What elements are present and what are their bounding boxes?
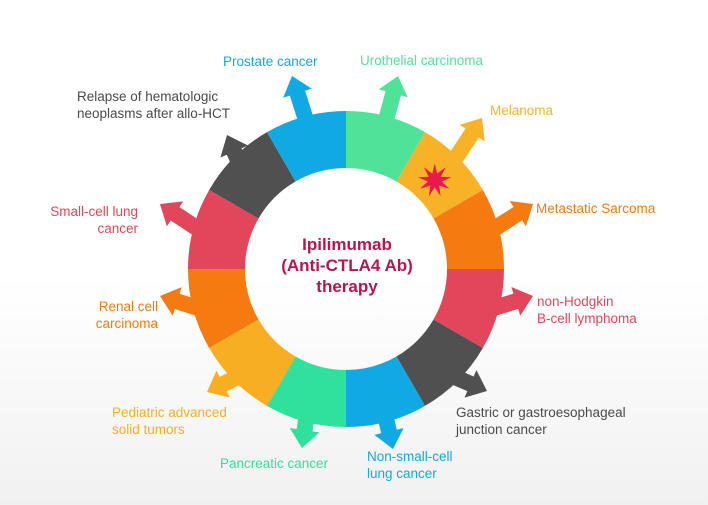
label-melanoma-line-1: Melanoma	[490, 103, 554, 118]
label-nhl-line-2: B-cell lymphoma	[537, 311, 637, 326]
segment-renal	[160, 269, 259, 348]
arrow-melanoma	[446, 118, 485, 166]
arrow-renal	[160, 287, 202, 316]
segment-pancreatic	[267, 356, 346, 448]
label-renal: Renal cell carcinoma	[60, 298, 158, 332]
ring-segment-nsclc	[346, 356, 425, 428]
label-urothelial-line-1: Urothelial carcinoma	[360, 53, 484, 68]
ring-segment-hematologic	[209, 132, 296, 219]
label-renal-line-1: Renal cell	[98, 299, 158, 314]
segment-sclc	[160, 190, 259, 269]
label-nsclc-line-2: lung cancer	[367, 466, 437, 481]
label-sarcoma-line-1: Metastatic Sarcoma	[536, 201, 656, 216]
segment-hematologic	[209, 132, 296, 219]
label-hematologic-line-2: neoplasms after allo-HCT	[77, 106, 231, 121]
ring-segment-pancreatic	[267, 356, 346, 427]
arrow-urothelial	[377, 76, 408, 125]
label-sarcoma: Metastatic Sarcoma	[536, 200, 655, 217]
segment-nhl	[433, 269, 533, 348]
segment-urothelial	[346, 76, 425, 182]
label-melanoma: Melanoma	[490, 102, 553, 119]
label-hematologic-line-1: Relapse of hematologic	[77, 89, 219, 104]
label-nsclc: Non-small-cell lung cancer	[367, 448, 453, 482]
label-pediatric-line-1: Pediatric advanced	[112, 405, 227, 420]
label-urothelial: Urothelial carcinoma	[360, 52, 483, 69]
ring-segment-sclc	[188, 190, 259, 269]
center-title: Ipilimumab (Anti-CTLA4 Ab) therapy	[254, 234, 440, 297]
segment-sarcoma	[433, 190, 533, 269]
label-gastric-line-2: junction cancer	[456, 422, 547, 437]
label-nhl-line-1: non-Hodgkin	[537, 294, 614, 309]
label-prostate: Prostate cancer	[223, 53, 318, 70]
label-sclc-line-1: Small-cell lung	[50, 204, 138, 219]
label-gastric-line-1: Gastric or gastroesophageal	[456, 405, 626, 420]
arrow-nhl	[490, 286, 533, 316]
label-hematologic: Relapse of hematologic neoplasms after al…	[77, 88, 230, 122]
ring-segment-sarcoma	[433, 190, 504, 269]
arrow-sclc	[160, 201, 204, 237]
center-title-line-1: Ipilimumab	[302, 235, 392, 254]
segment-pediatric	[207, 319, 296, 406]
segment-prostate	[267, 76, 346, 182]
center-title-line-3: therapy	[316, 277, 378, 296]
label-gastric: Gastric or gastroesophageal junction canc…	[456, 404, 626, 438]
ring-segment-renal	[188, 269, 259, 348]
label-prostate-line-1: Prostate cancer	[223, 54, 318, 69]
ring-segment-pediatric	[209, 319, 296, 406]
label-pancreatic-line-1: Pancreatic cancer	[220, 456, 329, 471]
label-pediatric-line-2: solid tumors	[112, 422, 185, 437]
label-pediatric: Pediatric advanced solid tumors	[112, 404, 227, 438]
ring-segment-urothelial	[346, 111, 425, 182]
ring-segment-nhl	[433, 269, 504, 348]
label-sclc: Small-cell lung cancer	[40, 203, 138, 237]
arrow-prostate	[283, 76, 315, 125]
segment-nsclc	[346, 356, 425, 449]
ring-segment-prostate	[267, 111, 346, 182]
center-title-line-2: (Anti-CTLA4 Ab)	[281, 256, 413, 275]
label-renal-line-2: carcinoma	[95, 316, 158, 331]
ring-segment-gastric	[396, 319, 483, 406]
label-nsclc-line-1: Non-small-cell	[367, 449, 453, 464]
starburst-icon	[418, 163, 452, 197]
label-pancreatic: Pancreatic cancer	[220, 455, 328, 472]
arrow-sarcoma	[488, 201, 533, 237]
segment-gastric	[396, 319, 487, 406]
label-sclc-line-2: cancer	[97, 221, 138, 236]
